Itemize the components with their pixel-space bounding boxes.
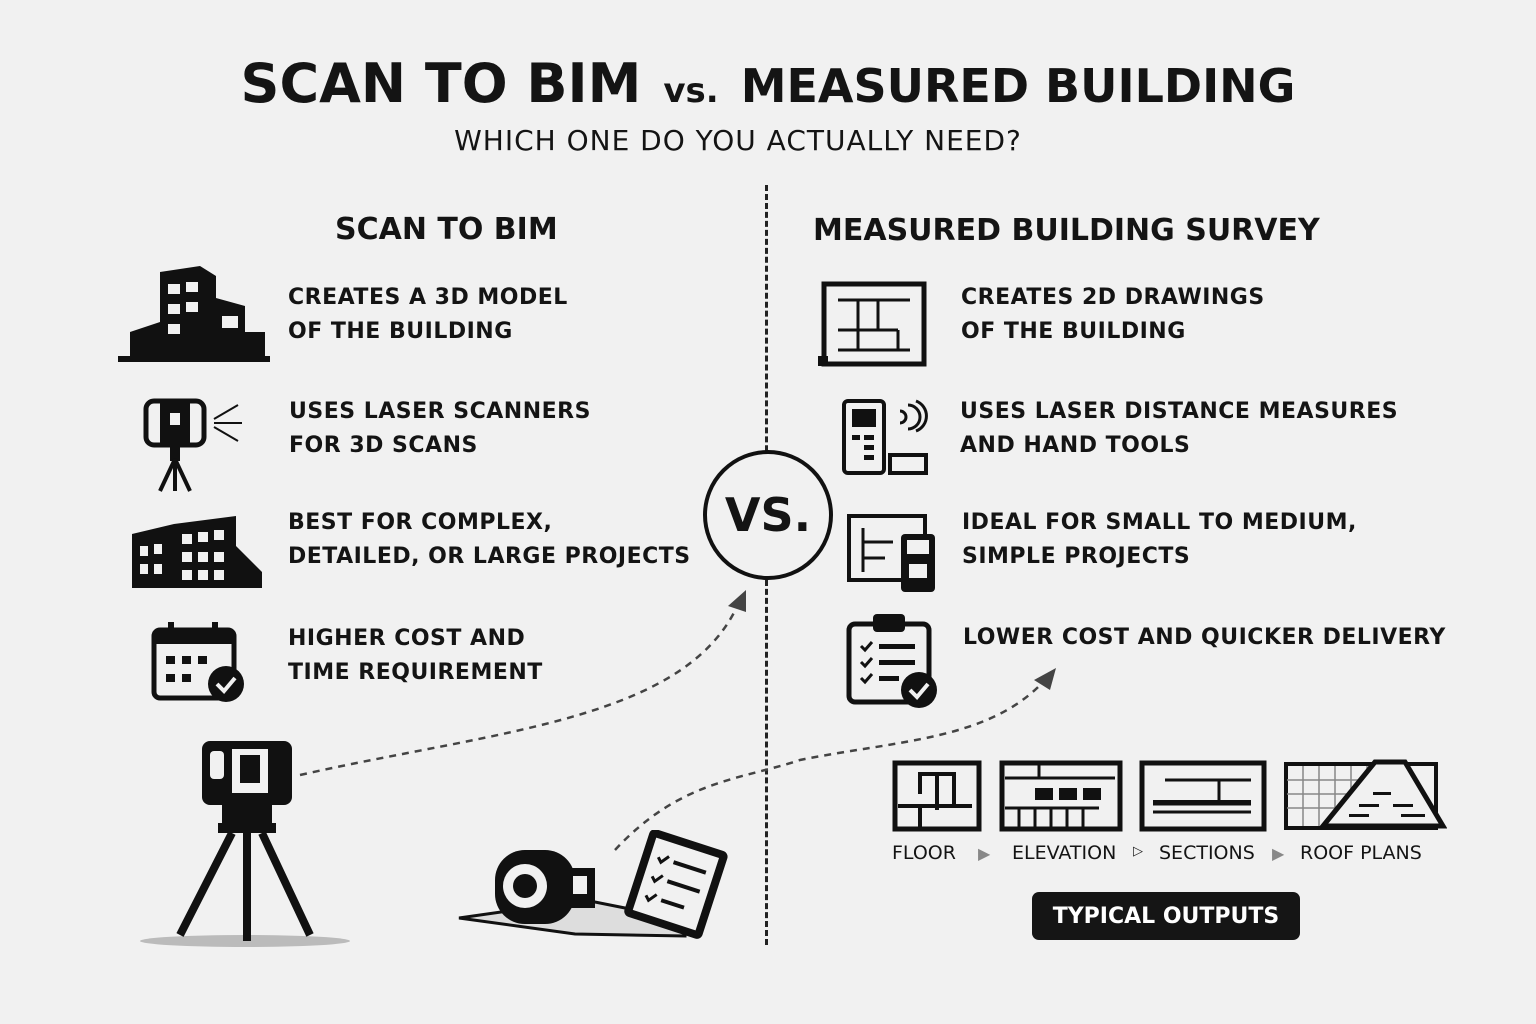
tape-and-clipboard-illustration [458, 830, 728, 939]
right-item-4-line1: LOWER COST AND QUICKER DELIVERY [963, 625, 1446, 650]
left-item-2-line1: USES LASER SCANNERS [289, 399, 591, 424]
complex-building-icon [132, 516, 262, 588]
right-item-1-line1: CREATES 2D DRAWINGS [961, 285, 1265, 310]
right-item-2-line1: USES LASER DISTANCE MEASURES [960, 399, 1399, 424]
laser-distance-meter-icon [842, 399, 928, 475]
arrowhead-left [728, 590, 746, 612]
subtitle: WHICH ONE DO YOU ACTUALLY NEED? [454, 124, 1022, 157]
left-item-3-line2: DETAILED, OR LARGE PROJECTS [288, 544, 691, 569]
left-item-1: CREATES A 3D MODEL OF THE BUILDING [288, 281, 568, 349]
title-left: SCAN TO BIM [240, 52, 642, 115]
next-arrow-icon: ▷ [1133, 844, 1143, 859]
right-item-3-line2: SIMPLE PROJECTS [962, 544, 1191, 569]
calendar-check-icon [151, 622, 244, 702]
output-label-floor: FLOOR [892, 842, 956, 864]
floor-output-icon [892, 760, 982, 832]
right-item-1: CREATES 2D DRAWINGS OF THE BUILDING [961, 281, 1265, 349]
output-label-roof-plans: ROOF PLANS [1300, 842, 1422, 864]
right-item-2-line2: AND HAND TOOLS [960, 433, 1191, 458]
right-item-4: LOWER COST AND QUICKER DELIVERY [963, 621, 1446, 655]
sections-output-icon [1139, 760, 1267, 832]
elevation-output-icon [999, 760, 1123, 832]
right-item-1-line2: OF THE BUILDING [961, 319, 1186, 344]
building-3d-icon [118, 266, 270, 362]
right-item-2: USES LASER DISTANCE MEASURES AND HAND TOO… [960, 395, 1398, 463]
floor-plan-icon [818, 281, 927, 367]
title-vs: vs. [663, 71, 719, 111]
clipboard-check-icon [846, 614, 937, 708]
left-item-4: HIGHER COST AND TIME REQUIREMENT [288, 622, 543, 690]
right-item-3: IDEAL FOR SMALL TO MEDIUM, SIMPLE PROJECT… [962, 506, 1357, 574]
left-item-2: USES LASER SCANNERS FOR 3D SCANS [289, 395, 591, 463]
left-item-4-line1: HIGHER COST AND [288, 626, 526, 651]
laser-scanner-icon [143, 398, 242, 492]
plan-and-meter-icon [847, 514, 935, 592]
left-heading: SCAN TO BIM [335, 212, 558, 247]
arrowhead-right [1034, 668, 1056, 690]
left-item-4-line2: TIME REQUIREMENT [288, 660, 543, 685]
right-item-3-line1: IDEAL FOR SMALL TO MEDIUM, [962, 510, 1357, 535]
next-arrow-icon: ▶ [978, 844, 991, 863]
right-heading: MEASURED BUILDING SURVEY [813, 213, 1320, 248]
main-title: SCAN TO BIM vs. MEASURED BUILDING [0, 52, 1536, 115]
left-item-1-line1: CREATES A 3D MODEL [288, 285, 568, 310]
left-item-3-line1: BEST FOR COMPLEX, [288, 510, 553, 535]
arrow-tools-to-survey [614, 679, 1046, 851]
output-label-elevation: ELEVATION [1012, 842, 1117, 864]
typical-outputs-badge: TYPICAL OUTPUTS [1032, 892, 1300, 940]
roof-plans-output-icon [1284, 759, 1447, 830]
output-label-sections: SECTIONS [1159, 842, 1255, 864]
tripod-scanner-illustration [140, 741, 350, 947]
title-right: MEASURED BUILDING [740, 59, 1296, 113]
left-item-1-line2: OF THE BUILDING [288, 319, 513, 344]
left-item-3: BEST FOR COMPLEX, DETAILED, OR LARGE PROJ… [288, 506, 691, 574]
arrow-scanner-to-vs [299, 599, 742, 777]
vs-badge: VS. [703, 450, 833, 580]
left-item-2-line2: FOR 3D SCANS [289, 433, 478, 458]
next-arrow-icon: ▶ [1272, 844, 1285, 863]
